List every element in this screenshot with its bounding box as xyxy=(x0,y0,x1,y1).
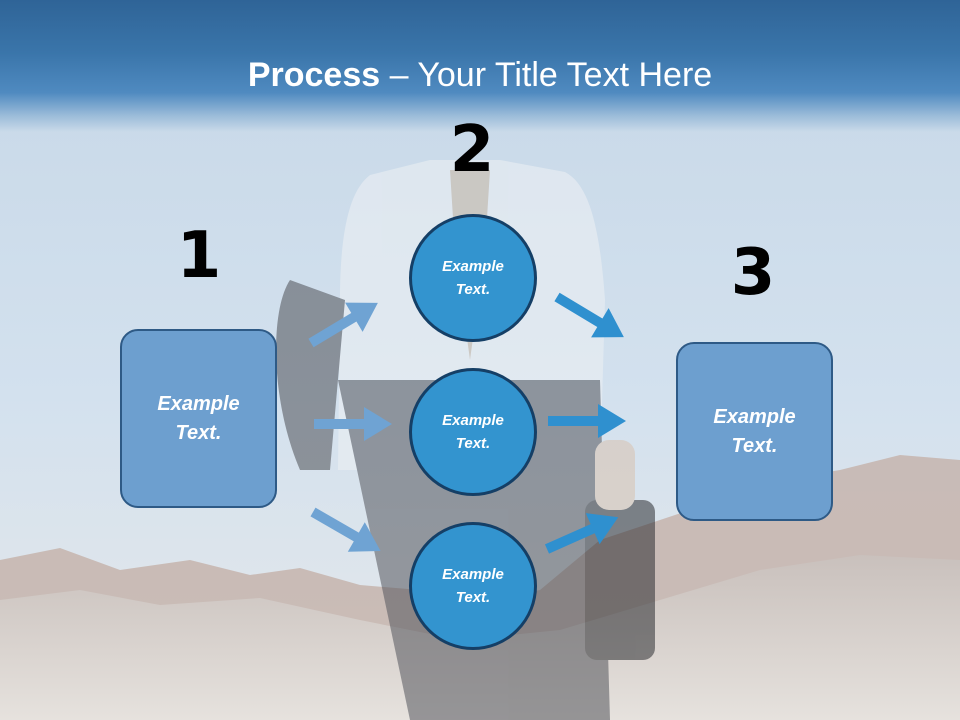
title-rest: – Your Title Text Here xyxy=(380,56,713,94)
circle-text: Example Text. xyxy=(442,412,504,452)
title-bold: Process xyxy=(247,56,381,94)
circle-text: Example Text. xyxy=(442,258,504,298)
circle-text: Example Text. xyxy=(442,566,504,606)
step-3-text: Example Text. xyxy=(713,405,796,457)
step-number-1: 1 xyxy=(176,219,222,293)
step-2-circle-bottom[interactable]: Example Text. xyxy=(409,522,537,650)
step-2-circle-middle[interactable]: Example Text. xyxy=(409,368,537,496)
step-3-box[interactable]: Example Text. xyxy=(676,342,833,521)
title-band xyxy=(0,0,960,132)
step-2-circle-top[interactable]: Example Text. xyxy=(409,214,537,342)
slide-title: Process – Your Title Text Here xyxy=(0,53,960,97)
step-1-text: Example Text. xyxy=(157,392,240,444)
step-1-box[interactable]: Example Text. xyxy=(120,329,277,508)
step-number-2: 2 xyxy=(449,113,495,187)
step-number-3: 3 xyxy=(730,236,776,310)
